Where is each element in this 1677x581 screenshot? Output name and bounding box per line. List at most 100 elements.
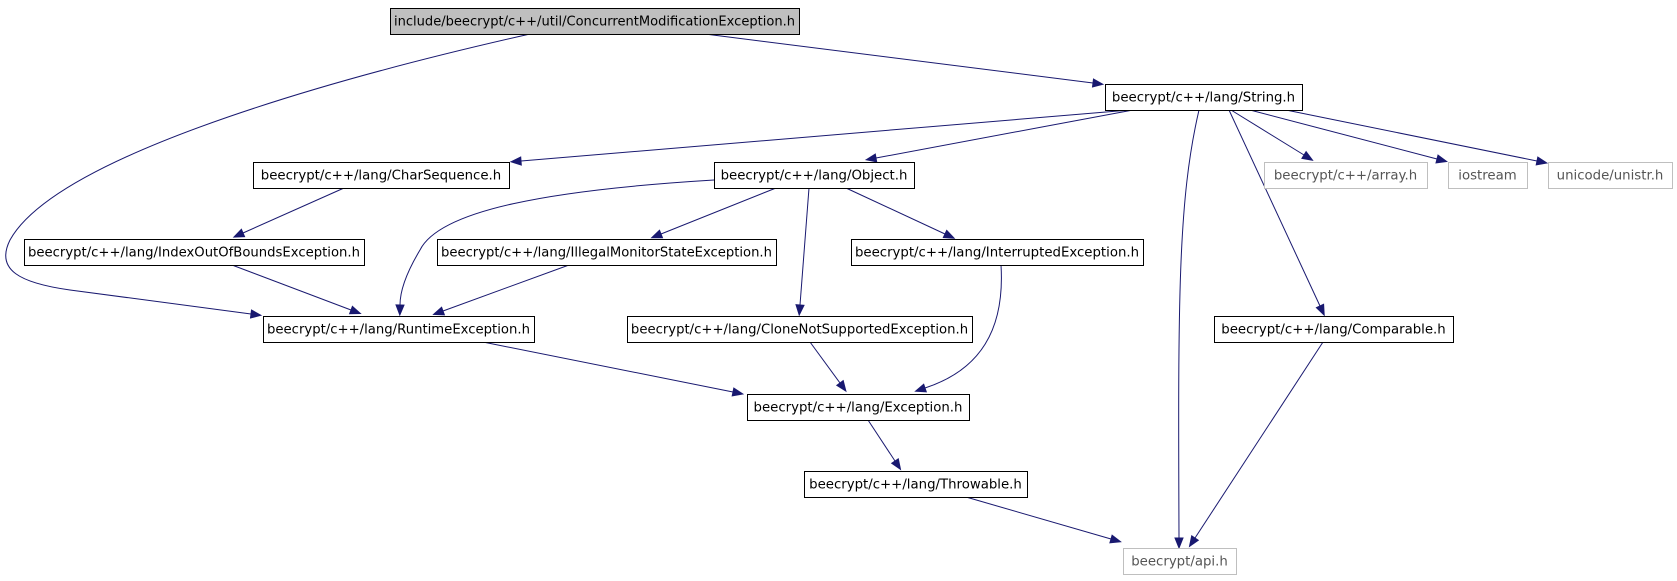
node-clonens[interactable]: beecrypt/c++/lang/CloneNotSupportedExcep… [627, 316, 973, 343]
edges-layer [5, 33, 1549, 550]
node-label: beecrypt/c++/lang/RuntimeException.h [267, 323, 530, 338]
node-label: include/beecrypt/c++/util/ConcurrentModi… [394, 15, 795, 30]
edge-line [442, 264, 570, 312]
edge-arrowhead [942, 229, 956, 239]
node-string[interactable]: beecrypt/c++/lang/String.h [1105, 84, 1303, 111]
edge-string-to-charseq [509, 109, 1131, 166]
node-interrupted[interactable]: beecrypt/c++/lang/InterruptedException.h [851, 239, 1144, 266]
node-label: beecrypt/c++/array.h [1274, 169, 1417, 184]
node-api: beecrypt/api.h [1123, 548, 1237, 575]
edge-root-to-string [704, 33, 1105, 88]
edge-line [1285, 109, 1538, 162]
edge-line [1249, 109, 1438, 160]
edge-line [231, 264, 352, 311]
edge-line [1228, 109, 1321, 307]
edge-charseq-to-indexoob [232, 187, 345, 238]
node-label: beecrypt/c++/lang/IndexOutOfBoundsExcept… [28, 246, 360, 261]
edge-line [704, 33, 1094, 84]
node-label: iostream [1458, 169, 1516, 184]
edge-line [520, 109, 1131, 162]
node-label: beecrypt/c++/lang/Object.h [721, 169, 908, 184]
node-throwable[interactable]: beecrypt/c++/lang/Throwable.h [804, 471, 1028, 498]
node-box [627, 316, 973, 343]
node-label: beecrypt/api.h [1131, 555, 1228, 570]
node-box [851, 239, 1144, 266]
node-illegalmon[interactable]: beecrypt/c++/lang/IllegalMonitorStateExc… [437, 239, 777, 266]
edge-line [845, 187, 946, 235]
node-indexoob[interactable]: beecrypt/c++/lang/IndexOutOfBoundsExcept… [24, 239, 365, 266]
node-label: beecrypt/c++/lang/String.h [1112, 91, 1295, 106]
edge-string-to-iostream [1249, 109, 1448, 164]
node-box [253, 162, 510, 189]
node-label: beecrypt/c++/lang/Throwable.h [809, 478, 1022, 493]
edge-arrowhead [864, 153, 878, 163]
edge-object-to-runtime [395, 179, 715, 317]
edge-arrowhead [795, 304, 805, 317]
node-box [1105, 84, 1303, 111]
node-exception[interactable]: beecrypt/c++/lang/Exception.h [747, 394, 970, 421]
edge-exception-to-throwable [867, 419, 902, 471]
edge-line [399, 179, 715, 306]
edge-arrowhead [395, 304, 405, 317]
node-comparable[interactable]: beecrypt/c++/lang/Comparable.h [1214, 316, 1454, 343]
edge-arrowhead [1174, 537, 1184, 550]
edge-arrowhead [348, 305, 362, 315]
edge-indexoob-to-runtime [231, 264, 362, 315]
edge-arrowhead [249, 309, 263, 319]
edge-line [660, 187, 777, 235]
node-label: beecrypt/c++/lang/Comparable.h [1221, 323, 1445, 338]
node-iostream: iostream [1448, 162, 1528, 189]
node-array: beecrypt/c++/array.h [1264, 162, 1428, 189]
edge-string-to-object [864, 109, 1134, 163]
nodes-layer: include/beecrypt/c++/util/ConcurrentModi… [24, 8, 1673, 575]
edge-line [242, 187, 345, 234]
edge-throwable-to-api [965, 496, 1122, 544]
node-label: beecrypt/c++/lang/Exception.h [754, 401, 963, 416]
edge-object-to-illegalmon [650, 187, 777, 239]
edge-arrowhead [1091, 78, 1105, 88]
node-unistr: unicode/unistr.h [1548, 162, 1673, 189]
edge-runtime-to-exception [482, 341, 745, 397]
edge-line [1194, 341, 1324, 539]
edge-line [1178, 109, 1200, 539]
node-box [437, 239, 777, 266]
node-object[interactable]: beecrypt/c++/lang/Object.h [714, 162, 915, 189]
node-box [747, 394, 970, 421]
edge-illegalmon-to-runtime [432, 264, 570, 316]
edge-line [875, 109, 1134, 159]
node-box [804, 471, 1028, 498]
edge-string-to-array [1230, 109, 1314, 161]
node-root[interactable]: include/beecrypt/c++/util/ConcurrentModi… [390, 8, 800, 35]
edge-arrowhead [1188, 534, 1200, 548]
node-charseq[interactable]: beecrypt/c++/lang/CharSequence.h [253, 162, 510, 189]
edge-line [809, 341, 841, 384]
edge-object-to-clonens [795, 187, 810, 317]
node-box [1123, 548, 1237, 575]
edge-comparable-to-api [1188, 341, 1324, 548]
edge-arrowhead [432, 306, 446, 316]
edge-arrowhead [1315, 303, 1325, 317]
edge-string-to-unistr [1285, 109, 1549, 166]
node-box [714, 162, 915, 189]
edge-line [965, 496, 1112, 540]
edge-arrowhead [1435, 154, 1448, 164]
edge-clonens-to-exception [809, 341, 847, 393]
edge-arrowhead [731, 387, 745, 397]
edge-string-to-api [1174, 109, 1200, 550]
edge-line [867, 419, 896, 462]
edge-line [799, 187, 810, 306]
edge-object-to-interrupted [845, 187, 956, 239]
edge-interrupted-to-exception [914, 264, 1002, 393]
node-box [263, 316, 535, 343]
node-label: beecrypt/c++/lang/InterruptedException.h [855, 246, 1139, 261]
node-label: beecrypt/c++/lang/IllegalMonitorStateExc… [441, 246, 772, 261]
edge-arrowhead [835, 379, 847, 393]
edge-arrowhead [509, 156, 522, 166]
edge-line [1230, 109, 1305, 156]
edge-arrowhead [232, 228, 246, 238]
edge-string-to-comparable [1228, 109, 1325, 317]
edge-line [482, 341, 734, 393]
node-label: beecrypt/c++/lang/CloneNotSupportedExcep… [631, 323, 968, 338]
node-runtime[interactable]: beecrypt/c++/lang/RuntimeException.h [263, 316, 535, 343]
